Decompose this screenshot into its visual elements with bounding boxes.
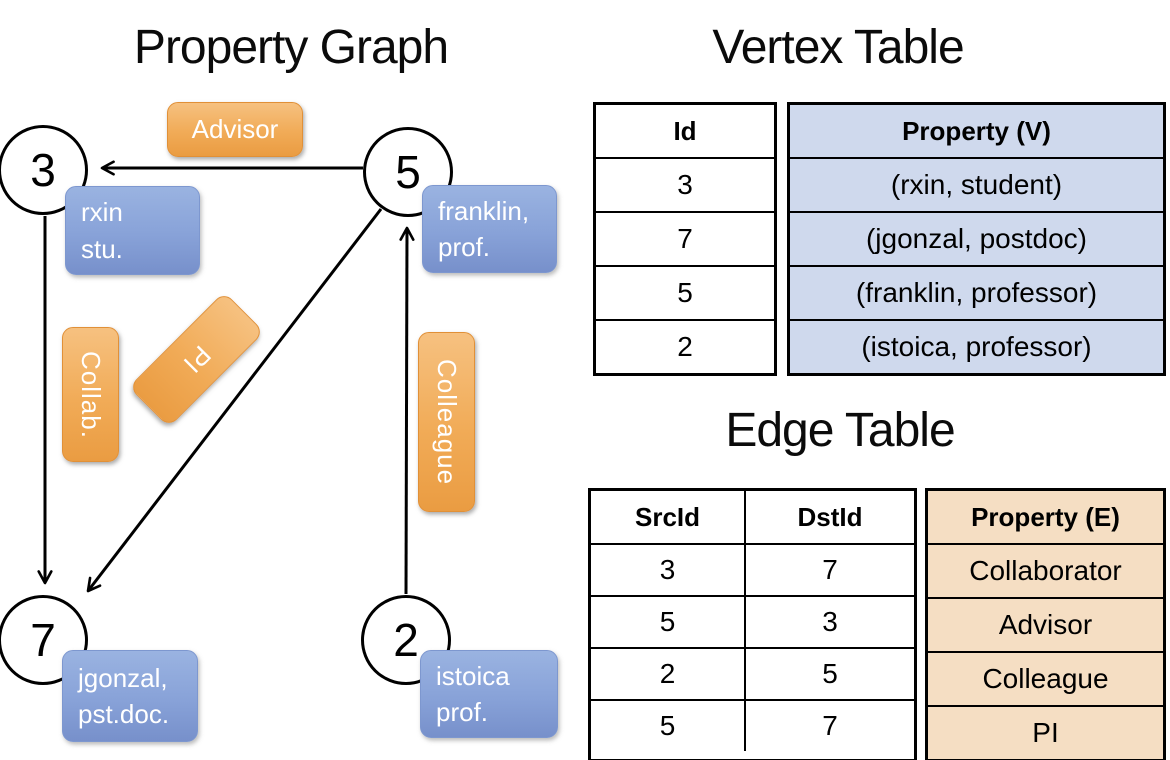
vertex-table-property-column: Property (V) (rxin, student) (jgonzal, p… xyxy=(787,102,1166,376)
vertex-table-id-column: Id 3 7 5 2 xyxy=(593,102,777,376)
edge-table: SrcId DstId 3 7 5 3 2 5 5 7 Property (E)… xyxy=(588,488,1166,760)
edge-arrow-2-to-5 xyxy=(399,226,415,595)
edge-property-cell: Collaborator xyxy=(928,545,1163,597)
vertex-label-jgonzal: jgonzal, pst.doc. xyxy=(62,650,198,742)
vertex-table-id-header: Id xyxy=(673,115,697,146)
vertex-property-cell: (istoica, professor) xyxy=(790,321,1163,373)
edge-property-cell: Colleague xyxy=(928,653,1163,705)
edge-table-property-header: Property (E) xyxy=(928,491,1163,543)
node-id: 5 xyxy=(395,146,421,198)
edge-dst-cell: 5 xyxy=(744,649,914,699)
node-id: 7 xyxy=(30,614,56,666)
edge-property-cell: Advisor xyxy=(928,599,1163,651)
edge-src-cell: 3 xyxy=(659,554,676,585)
vertex-label-text: franklin, prof. xyxy=(438,195,530,262)
vertex-id-cell: 7 xyxy=(677,223,693,254)
edge-property-cell: PI xyxy=(928,707,1163,759)
vertex-id-cell: 2 xyxy=(677,331,693,362)
vertex-label-rxin: rxin stu. xyxy=(65,186,200,275)
edge-dst-cell: 7 xyxy=(744,545,914,595)
vertex-label-istoica: istoica prof. xyxy=(420,650,558,738)
vertex-property-cell: (franklin, professor) xyxy=(790,267,1163,319)
vertex-label-text: jgonzal, pst.doc. xyxy=(78,662,170,729)
vertex-id-cell: 3 xyxy=(677,169,693,200)
edge-label-text: Collab. xyxy=(76,350,106,439)
node-circle-3: 3 xyxy=(0,125,88,215)
edge-label-text: Advisor xyxy=(191,114,279,144)
vertex-label-text: istoica prof. xyxy=(436,660,510,727)
edge-table-dst-header: DstId xyxy=(744,491,914,543)
vertex-table-property-header: Property (V) xyxy=(790,105,1163,157)
node-id: 2 xyxy=(393,614,419,666)
edge-table-title: Edge Table xyxy=(725,404,955,457)
edge-dst-cell: 7 xyxy=(744,701,914,751)
edge-table-property-column: Property (E) Collaborator Advisor Collea… xyxy=(925,488,1166,760)
node-circle-5: 5 xyxy=(363,127,453,217)
vertex-property-cell: (rxin, student) xyxy=(790,159,1163,211)
edge-src-cell: 2 xyxy=(659,658,676,689)
edge-dst-cell: 3 xyxy=(744,597,914,647)
vertex-label-franklin: franklin, prof. xyxy=(422,185,557,273)
vertex-property-cell: (jgonzal, postdoc) xyxy=(790,213,1163,265)
edge-label-collab: Collab. xyxy=(62,327,119,462)
edge-label-advisor: Advisor xyxy=(167,102,303,157)
property-graph-title: Property Graph xyxy=(133,21,449,74)
edge-src-cell: 5 xyxy=(659,606,676,637)
edge-table-id-columns: SrcId DstId 3 7 5 3 2 5 5 7 xyxy=(588,488,917,760)
edge-label-pi: PI xyxy=(128,291,265,428)
edge-src-cell: 5 xyxy=(659,710,676,741)
vertex-label-text: rxin stu. xyxy=(81,197,123,264)
node-id: 3 xyxy=(30,144,56,196)
vertex-table: Id 3 7 5 2 Property (V) (rxin, student) … xyxy=(593,102,1166,376)
vertex-table-title: Vertex Table xyxy=(712,21,964,74)
edge-label-colleague: Colleague xyxy=(418,332,475,512)
vertex-id-cell: 5 xyxy=(677,277,693,308)
edge-label-text: Colleague xyxy=(432,358,462,486)
edge-label-text: PI xyxy=(176,339,217,380)
edge-table-src-header: SrcId xyxy=(634,501,701,532)
